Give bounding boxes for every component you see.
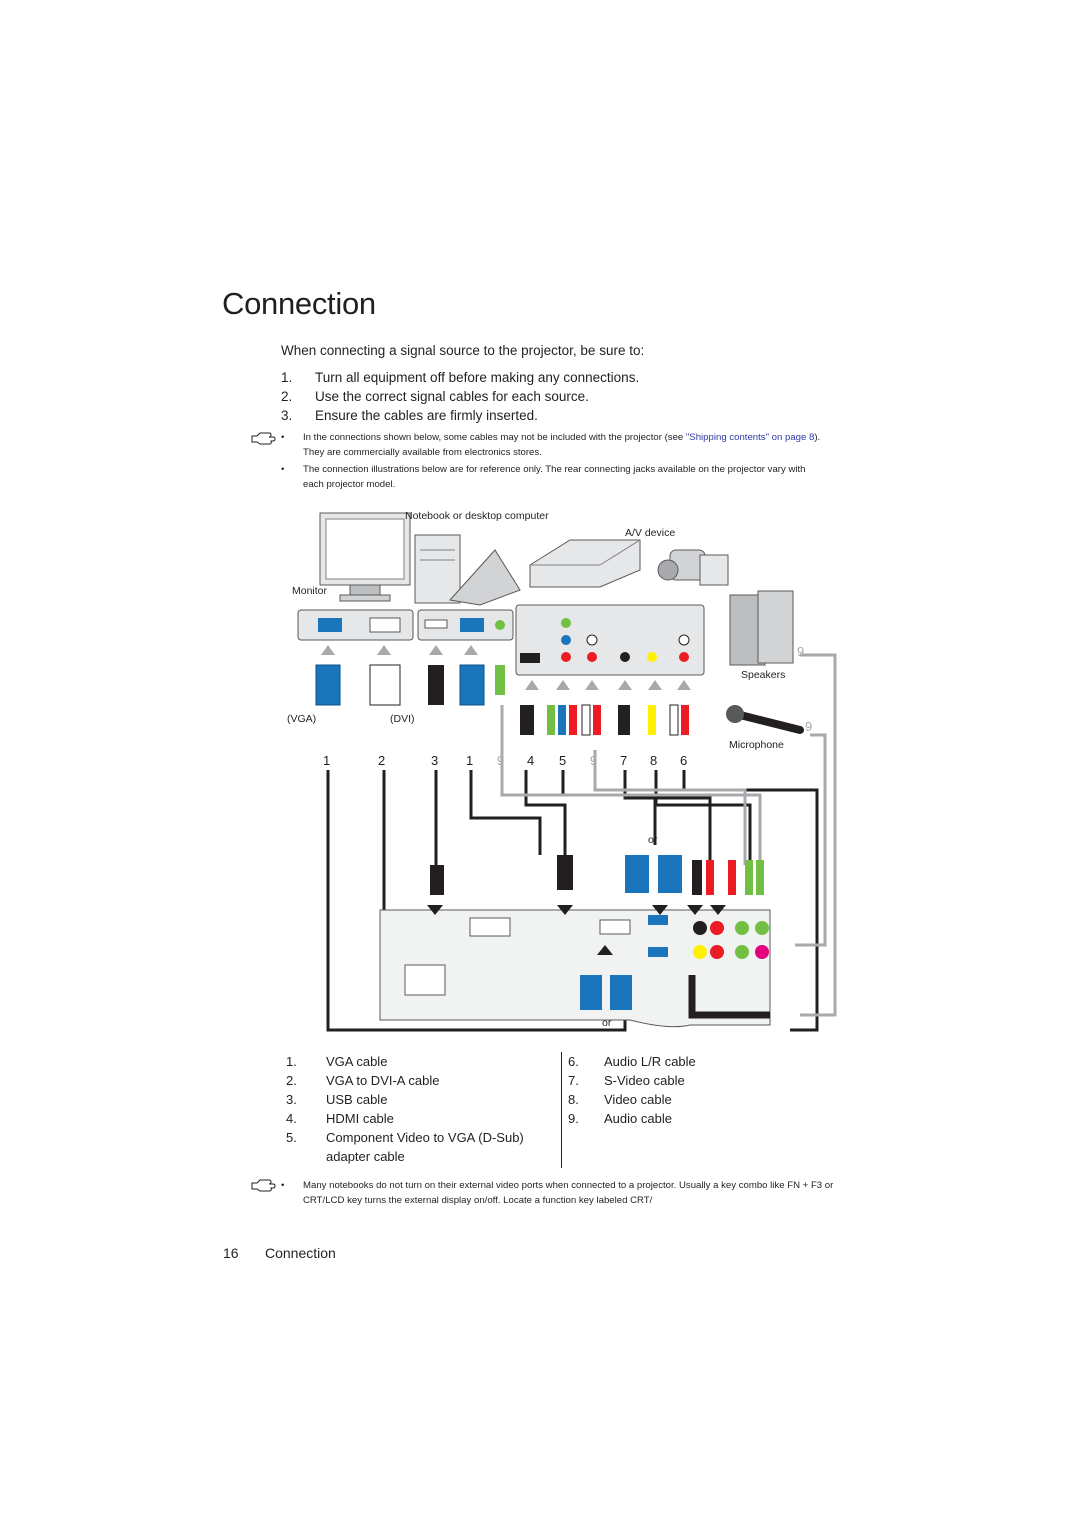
cable-number: 5 [559,753,567,768]
bullet: • [281,1180,285,1191]
step-text: Ensure the cables are firmly inserted. [315,408,538,423]
speakers-icon [729,590,794,666]
page-title: Connection [222,286,376,321]
cable-number: 9 [497,753,505,768]
dvi-label: (DVI) [390,713,415,725]
cable-number: 9 [590,753,598,768]
step-2: 2. Use the correct signal cables for each… [281,389,589,404]
step-number: 2. [281,389,293,404]
legend-item: 4.HDMI cable [286,1111,394,1126]
note-text: ). They are commercially available from … [303,432,821,458]
or-label: or [602,1017,612,1029]
page-number: 16 [223,1245,239,1261]
legend-item: 9.Audio cable [568,1111,672,1126]
cable-number: 4 [527,753,535,768]
step-number: 1. [281,370,293,385]
cable-number: 1 [323,753,331,768]
legend-item: 1.VGA cable [286,1054,388,1069]
note-text: Many notebooks do not turn on their exte… [303,1180,834,1206]
av-device-icon [529,539,641,588]
note-notebooks: • Many notebooks do not turn on their ex… [281,1178,851,1210]
cable-legend-left: 1.VGA cable 2.VGA to DVI-A cable 3.USB c… [286,1052,556,1166]
step-3: 3. Ensure the cables are firmly inserted. [281,408,538,423]
note-text: The connection illustrations below are f… [303,464,806,490]
or-label: or [648,834,658,846]
speakers-label: Speakers [741,669,786,681]
intro-text: When connecting a signal source to the p… [281,343,645,358]
legend-item: 2.VGA to DVI-A cable [286,1073,440,1088]
computer-icon [414,534,521,606]
cable-number: 9 [797,644,805,659]
connection-diagram [297,512,837,1032]
microphone-icon [726,705,804,734]
legend-item: 3.USB cable [286,1092,388,1107]
notebook-label: Notebook or desktop computer [405,510,549,522]
monitor-label: Monitor [292,585,328,597]
step-text: Use the correct signal cables for each s… [315,389,589,404]
cable-number: 7 [620,753,628,768]
cable-number: 1 [466,753,474,768]
cable-number: 2 [378,753,386,768]
microphone-label: Microphone [729,739,784,751]
legend-divider [561,1052,562,1168]
footer-title: Connection [265,1245,336,1261]
cable-number: 6 [680,753,688,768]
note-reference: • The connection illustrations below are… [281,462,826,494]
bullet: • [281,432,285,443]
av-device-label: A/V device [625,527,676,539]
step-text: Turn all equipment off before making any… [315,370,640,385]
cable-number: 8 [650,753,658,768]
shipping-contents-link[interactable]: "Shipping contents" on page 8 [685,432,815,443]
legend-item: 6.Audio L/R cable [568,1054,696,1069]
camcorder-icon [657,549,729,586]
cable-number: 9 [805,719,813,734]
vga-label: (VGA) [287,713,317,725]
av-port-panel [515,604,705,676]
note-hand-icon [251,432,276,445]
note-text: In the connections shown below, some cab… [303,432,686,443]
bullet: • [281,464,285,475]
note-cables: • In the connections shown below, some c… [281,430,826,462]
legend-item: 7.S-Video cable [568,1073,685,1088]
step-1: 1. Turn all equipment off before making a… [281,370,639,385]
monitor-icon [319,512,411,602]
step-number: 3. [281,408,293,423]
cable-legend-right: 6.Audio L/R cable 7.S-Video cable 8.Vide… [568,1052,768,1128]
cable-number: 3 [431,753,439,768]
note-hand-icon [251,1179,276,1192]
legend-item: 5.Component Video to VGA (D-Sub) [286,1130,524,1145]
projector-rear-panel [379,909,771,1028]
legend-item: 8.Video cable [568,1092,672,1107]
legend-item: adapter cable [326,1149,405,1164]
